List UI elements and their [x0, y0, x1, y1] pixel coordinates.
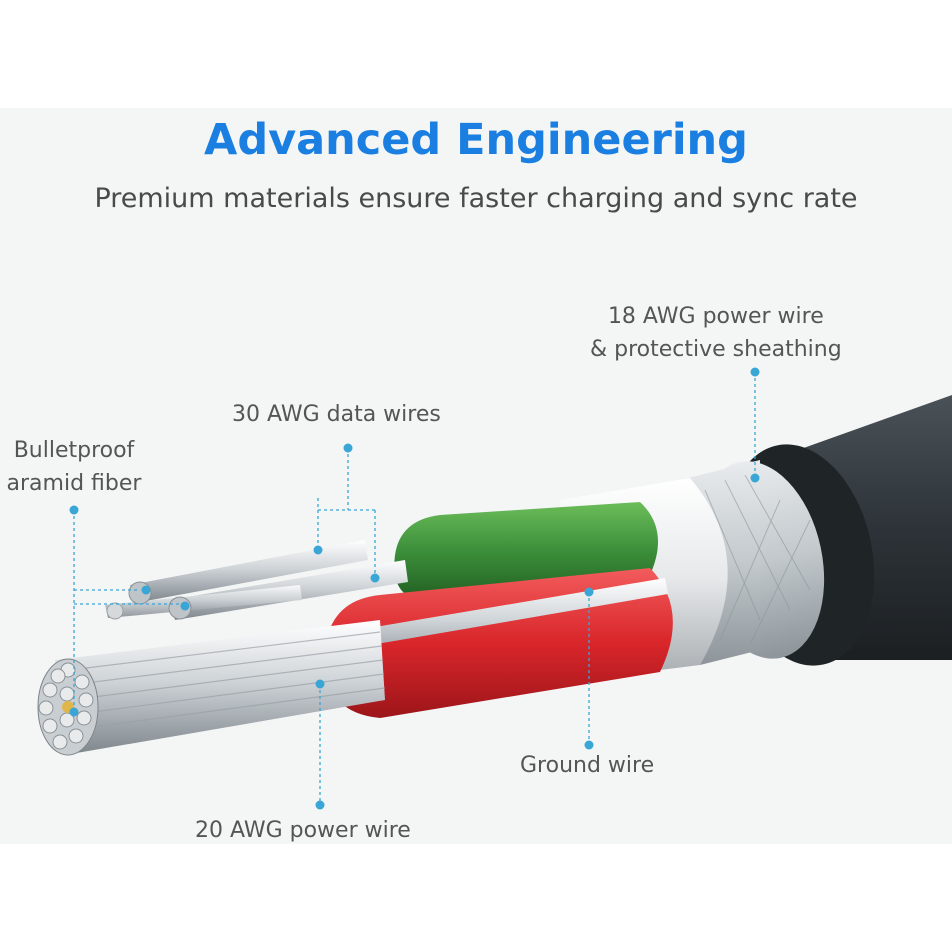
- callout-dots: [69, 367, 760, 810]
- label-aramid-fiber: Bulletproof aramid fiber: [2, 434, 146, 500]
- label-18awg-line1: 18 AWG power wire: [607, 304, 824, 329]
- label-20awg-power-wire: 20 AWG power wire: [195, 818, 411, 843]
- page-title: Advanced Engineering: [204, 115, 748, 165]
- product-panel: Advanced Engineering Premium materials e…: [0, 108, 952, 844]
- label-30awg-data-wires: 30 AWG data wires: [232, 402, 441, 427]
- label-ground-wire: Ground wire: [520, 753, 655, 778]
- cable-cross-section-diagram: [37, 367, 952, 810]
- label-18awg-line2: & protective sheathing: [590, 337, 842, 362]
- stranded-power-conductor: [37, 620, 386, 756]
- callout-lines: [73, 372, 756, 805]
- page-subtitle: Premium materials ensure faster charging…: [94, 183, 858, 214]
- label-aramid-line2: aramid fiber: [6, 471, 142, 496]
- label-aramid-line1: Bulletproof: [13, 438, 135, 463]
- label-18awg-power-wire: 18 AWG power wire & protective sheathing: [590, 300, 842, 366]
